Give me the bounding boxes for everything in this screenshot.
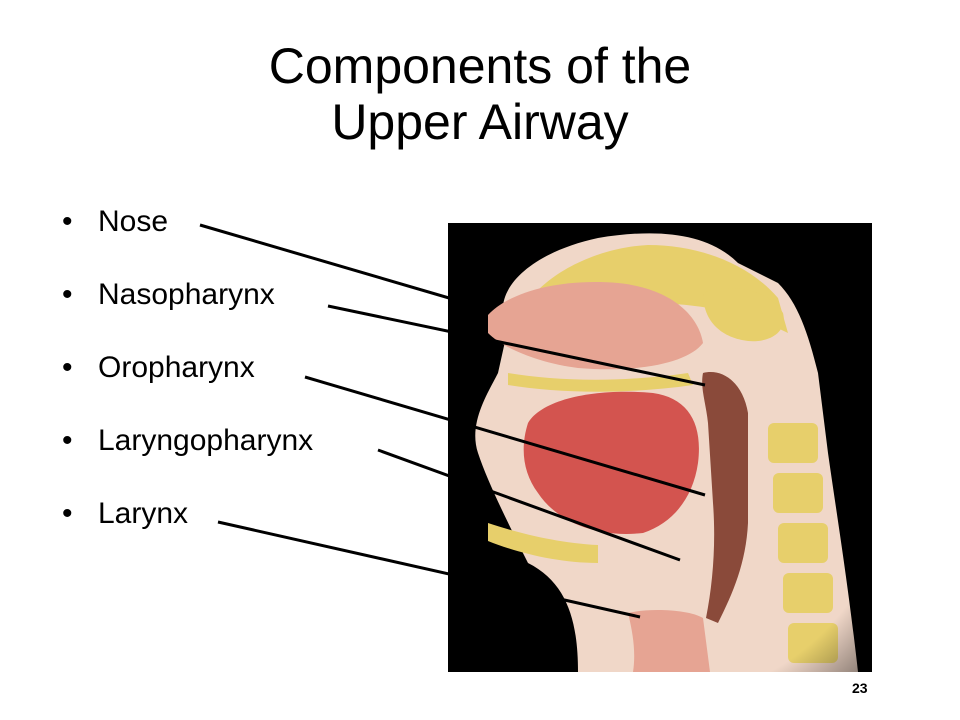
title-line-2: Upper Airway: [331, 94, 629, 150]
head-neck-sagittal-illustration: [448, 223, 872, 672]
bullet-label-nose: Nose: [98, 205, 169, 238]
bullet-dot: •: [62, 205, 73, 238]
bullet-oropharynx: • Oropharynx: [62, 351, 255, 385]
bullet-nasopharynx: • Nasopharynx: [62, 278, 275, 312]
bullet-dot: •: [62, 351, 73, 384]
bullet-larynx: • Larynx: [62, 497, 188, 531]
page-number: 23: [852, 680, 868, 696]
title-line-1: Components of the: [268, 38, 692, 94]
bullet-label-oropharynx: Oropharynx: [98, 351, 255, 384]
illustration-vignette: [448, 223, 872, 672]
bullet-laryngopharynx: • Laryngopharynx: [62, 424, 313, 458]
bullet-dot: •: [62, 424, 73, 457]
slide-title: Components of the Upper Airway: [0, 38, 960, 150]
bullet-label-larynx: Larynx: [98, 497, 189, 530]
bullet-dot: •: [62, 278, 73, 311]
bullet-nose: • Nose: [62, 205, 168, 239]
bullet-dot: •: [62, 497, 73, 530]
bullet-label-laryngopharynx: Laryngopharynx: [98, 424, 314, 457]
bullet-label-nasopharynx: Nasopharynx: [98, 278, 275, 311]
